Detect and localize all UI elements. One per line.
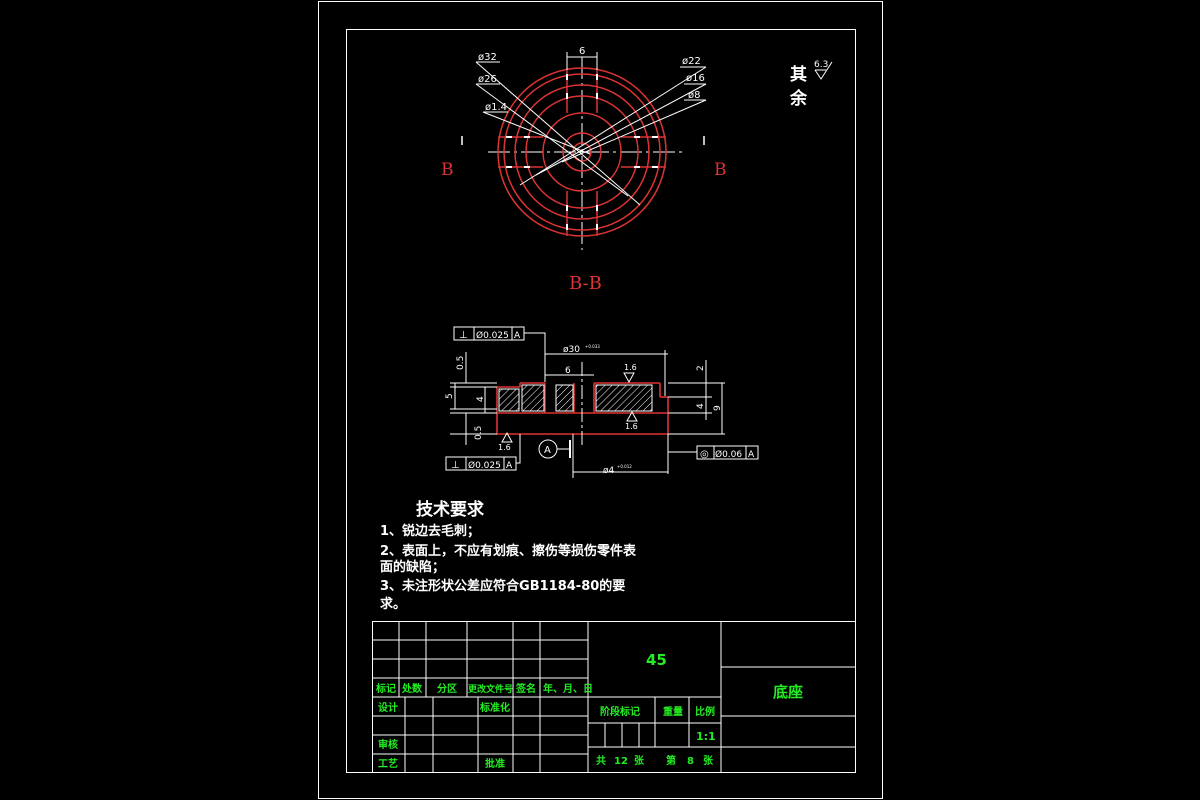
tb-zhang1: 张 xyxy=(634,754,645,767)
tb-gong: 共 xyxy=(596,754,606,767)
tol-right-datum: A xyxy=(748,450,755,460)
dim-05-top: 0.5 xyxy=(456,356,466,370)
tech-req-title: 技术要求 xyxy=(416,499,484,520)
tech-req-line4: 3、未注形状公差应符合GB1184-80的要 xyxy=(380,578,625,594)
title-block xyxy=(372,621,856,773)
dim-d4-tol: +0.012 xyxy=(617,464,632,469)
tb-zhongliang: 重量 xyxy=(663,705,683,718)
tol-top-symbol: ⊥ xyxy=(459,330,468,341)
tb-sheji: 设计 xyxy=(378,701,398,714)
hatch-left xyxy=(498,388,520,412)
datum-a: A xyxy=(538,439,571,459)
tb-genggai: 更改文件号 xyxy=(468,683,513,695)
tb-jieduan: 阶段标记 xyxy=(600,705,640,718)
tb-chushu: 处数 xyxy=(401,682,423,695)
dim-d4: ø4 xyxy=(603,466,615,476)
roughness-yu: 余 xyxy=(789,88,808,109)
dim-4-left: 4 xyxy=(476,396,486,402)
tb-biaoji: 标记 xyxy=(375,682,396,695)
section-view: ⊥ Ø0.025 A ø30 +0.033 6 1.6 1.6 1.6 xyxy=(445,326,759,478)
circle-d22 xyxy=(525,95,639,209)
leader-lines xyxy=(475,61,707,206)
tech-req-line1: 1、锐边去毛刺； xyxy=(380,523,480,539)
right-dim-lines xyxy=(668,360,725,435)
dim-d16: ø16 xyxy=(686,73,705,84)
tb-gongyi: 工艺 xyxy=(378,757,398,770)
rough-mid: 1.6 xyxy=(625,422,638,431)
dim-slot-width: 6 xyxy=(579,46,585,57)
tb-total-sheets: 12 xyxy=(614,756,628,767)
tb-pizhun: 批准 xyxy=(485,757,505,770)
tb-bili: 比例 xyxy=(695,705,715,718)
tech-req-line2: 2、表面上，不应有划痕、擦伤等损伤零件表 xyxy=(380,543,637,559)
tol-top-value: Ø0.025 xyxy=(476,330,509,341)
dim-slot: 6 xyxy=(565,366,571,376)
hatch-right xyxy=(555,384,574,412)
tb-part-name: 底座 xyxy=(773,683,803,701)
tb-zhang2: 张 xyxy=(703,754,714,767)
circle-d8 xyxy=(562,132,602,172)
section-mark-left: B xyxy=(441,160,454,180)
tech-requirements: 技术要求 1、锐边去毛刺； 2、表面上，不应有划痕、擦伤等损伤零件表 面的缺陷；… xyxy=(380,499,637,612)
rough-mid-symbol xyxy=(626,410,638,422)
circle-d30 xyxy=(503,73,661,231)
tol-bottom-symbol: ⊥ xyxy=(451,460,460,471)
tb-shenhe: 审核 xyxy=(378,738,398,751)
tol-right-value: Ø0.06 xyxy=(715,449,742,460)
roughness-note: 其 余 6.3 xyxy=(789,60,833,109)
section-title: B-B xyxy=(569,273,602,294)
hatch-mid xyxy=(521,384,545,412)
roughness-symbol xyxy=(814,61,833,80)
tb-scale: 1:1 xyxy=(696,730,716,743)
dim-2: 2 xyxy=(696,365,706,371)
circle-d16 xyxy=(542,112,622,192)
dim-9: 9 xyxy=(713,405,723,411)
tb-di: 第 xyxy=(666,754,676,767)
dim-d32: ø32 xyxy=(478,52,497,63)
dim-d14: ø1.4 xyxy=(485,102,507,113)
tol-frame-right: ◎ Ø0.06 A xyxy=(668,445,759,460)
roughness-value: 6.3 xyxy=(814,60,828,70)
circle-d26 xyxy=(514,84,650,220)
section-mark-right: B xyxy=(714,160,727,180)
tb-qianming: 签名 xyxy=(515,682,536,695)
rough-left: 1.6 xyxy=(498,443,511,452)
rough-top-symbol xyxy=(623,372,635,384)
tb-sheet-no: 8 xyxy=(687,756,694,767)
outer-border xyxy=(318,1,883,799)
title-block-text: 标记 处数 分区 更改文件号 签名 年、月、日 设计 标准化 审核 工艺 批准 … xyxy=(375,651,803,770)
tol-frame-bottom: ⊥ Ø0.025 A xyxy=(445,434,521,471)
dim-d22: ø22 xyxy=(682,56,701,67)
tol-bottom-datum: A xyxy=(506,461,513,471)
tol-bottom-value: Ø0.025 xyxy=(468,460,501,471)
hatch-far xyxy=(595,384,653,412)
left-dim-lines xyxy=(450,352,497,445)
dim-05-bottom: 0.5 xyxy=(474,426,484,440)
tol-top-datum: A xyxy=(514,331,521,341)
tb-fenqu: 分区 xyxy=(437,682,457,695)
dim-d8: ø8 xyxy=(688,90,700,101)
circle-d4 xyxy=(572,142,592,162)
dim-4-right: 4 xyxy=(696,403,706,409)
datum-label: A xyxy=(544,445,551,456)
tech-req-line5: 求。 xyxy=(380,596,406,612)
tol-right-symbol: ◎ xyxy=(700,449,709,460)
top-view: 6 ø32 ø26 ø1.4 ø22 ø16 ø8 B B B-B xyxy=(441,46,727,294)
tb-riqi: 年、月、日 xyxy=(543,682,593,695)
dim-d30: ø30 xyxy=(563,345,580,355)
tol-frame-top: ⊥ Ø0.025 A xyxy=(453,326,546,382)
tech-req-line3: 面的缺陷； xyxy=(380,559,445,575)
dim-d30-tol: +0.033 xyxy=(585,344,600,349)
dim-5: 5 xyxy=(445,393,455,399)
rough-top: 1.6 xyxy=(624,363,637,372)
rough-left-symbol xyxy=(501,431,513,443)
circle-d32 xyxy=(497,67,667,237)
dim-d26: ø26 xyxy=(478,74,497,85)
hidden-marks xyxy=(506,74,658,230)
tb-material: 45 xyxy=(646,651,667,669)
tb-biaozhunhua: 标准化 xyxy=(479,701,510,714)
roughness-qi: 其 xyxy=(790,64,807,85)
